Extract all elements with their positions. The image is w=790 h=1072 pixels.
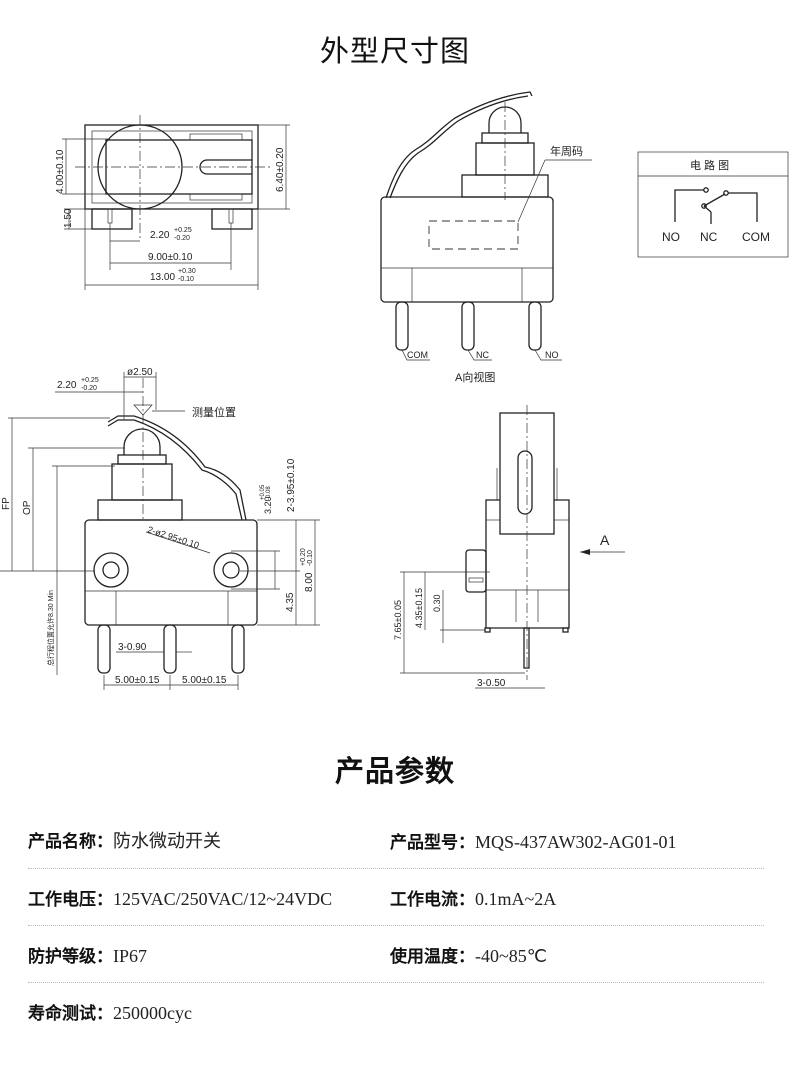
param-temperature: 使用温度： -40~85℃	[390, 942, 752, 967]
side-dim-lever-down: -0.20	[81, 385, 97, 392]
param-value: IP67	[113, 945, 148, 966]
param-model: 产品型号： MQS-437AW302-AG01-01	[390, 828, 752, 853]
end-view: A 4.35±0.15 0.30 7.65±0.05 3-0.50	[393, 405, 625, 689]
top-dim-2-2-up: +0.25	[174, 227, 192, 234]
params-row: 产品名称： 防水微动开关 产品型号： MQS-437AW302-AG01-01	[28, 812, 764, 869]
top-dim-2-2-down: -0.20	[174, 235, 190, 242]
param-label: 产品名称：	[28, 832, 113, 852]
hole-h-dim: 3.20	[263, 496, 273, 514]
dimensions-title: 外型尺寸图	[319, 34, 470, 68]
view-a-label: A向视图	[455, 370, 495, 384]
param-voltage: 工作电压： 125VAC/250VAC/12~24VDC	[28, 885, 390, 910]
params-row: 寿命测试： 250000cyc	[28, 983, 764, 1039]
hole-dist-dim: 2-3.95±0.10	[286, 458, 297, 512]
param-label: 工作电压：	[28, 889, 113, 910]
top-dim-6-4: 6.40±0.20	[275, 147, 286, 192]
param-value: 防水微动开关	[113, 831, 221, 851]
param-label: 寿命测试：	[28, 1003, 113, 1024]
pitch-2-dim: 5.00±0.15	[182, 675, 227, 686]
h800-down: -0.10	[307, 550, 314, 566]
pin-width-dim: 3-0.90	[118, 642, 147, 653]
side-dim-lever-up: +0.25	[81, 377, 99, 384]
param-label: 防护等级：	[28, 946, 113, 967]
params-table: 产品名称： 防水微动开关 产品型号： MQS-437AW302-AG01-01 …	[28, 812, 764, 1039]
dimension-drawing: 4.00±0.10 6.40±0.20 1.50 2.20 +0.25 -0.2…	[0, 91, 789, 690]
side-dim-dia: ø2.50	[127, 367, 153, 378]
h800-dim: 8.00	[304, 572, 315, 592]
circuit-diagram: 电 路 图 NO NC COM	[637, 151, 789, 258]
top-dim-9: 9.00±0.10	[148, 252, 193, 263]
end-dim-765: 7.65±0.05	[393, 600, 403, 640]
param-product-name: 产品名称： 防水微动开关	[28, 827, 390, 853]
param-label: 使用温度：	[390, 946, 475, 967]
hole-h-down: -0.08	[266, 486, 272, 500]
min-travel-label: 总行程位置允许8.30 Min	[46, 590, 55, 666]
top-dim-13-up: +0.30	[178, 268, 196, 275]
terminal-nc: NC	[700, 230, 718, 244]
front-view: 年周码 COM NC NO A向视图	[380, 91, 592, 384]
fp-label: FP	[1, 497, 12, 510]
date-code-label: 年周码	[550, 144, 583, 158]
top-dim-1-5: 1.50	[63, 208, 74, 228]
side-dim-lever: 2.20	[57, 380, 77, 391]
params-title: 产品参数	[334, 754, 455, 788]
param-label: 工作电流：	[390, 889, 475, 910]
param-value: 0.1mA~2A	[475, 888, 557, 909]
pitch-1-dim: 5.00±0.15	[115, 675, 160, 686]
end-dim-pin: 3-0.50	[477, 678, 506, 689]
params-row: 防护等级： IP67 使用温度： -40~85℃	[28, 926, 764, 983]
terminal-com: COM	[742, 230, 770, 244]
pin-com-label: COM	[407, 350, 428, 360]
top-dim-13-down: -0.10	[178, 276, 194, 283]
param-value: 125VAC/250VAC/12~24VDC	[113, 888, 333, 909]
terminal-no: NO	[662, 230, 680, 244]
param-protection: 防护等级： IP67	[28, 942, 390, 967]
param-value: 250000cyc	[113, 1002, 192, 1023]
top-dim-13: 13.00	[150, 272, 175, 283]
h435-dim: 4.35	[285, 592, 296, 612]
op-label: OP	[22, 500, 33, 515]
side-view: ø2.50 2.20 +0.25 -0.20 测量位置 FP OP 总行程位置允…	[0, 367, 320, 690]
hole-dim: 2-ø2.95±0.10	[146, 524, 200, 550]
circuit-title: 电 路 图	[690, 159, 729, 172]
hole-h-up: +0.05	[260, 484, 266, 500]
pin-nc-label: NC	[476, 350, 489, 360]
h800-up: +0.20	[300, 548, 307, 566]
param-life-test: 寿命测试： 250000cyc	[28, 999, 390, 1024]
measure-position-label: 测量位置	[192, 405, 236, 419]
param-value: MQS-437AW302-AG01-01	[475, 831, 677, 852]
param-label: 产品型号：	[390, 832, 475, 853]
end-dim-030: 0.30	[432, 594, 442, 612]
param-value: -40~85℃	[475, 945, 547, 966]
top-dim-2-2: 2.20	[150, 230, 170, 241]
top-dim-4: 4.00±0.10	[55, 149, 66, 194]
top-view: 4.00±0.10 6.40±0.20 1.50 2.20 +0.25 -0.2…	[55, 115, 290, 290]
a-arrow-label: A	[600, 532, 610, 548]
params-row: 工作电压： 125VAC/250VAC/12~24VDC 工作电流： 0.1mA…	[28, 869, 764, 926]
pin-no-label: NO	[545, 350, 559, 360]
end-dim-435: 4.35±0.15	[414, 588, 424, 628]
param-current: 工作电流： 0.1mA~2A	[390, 885, 752, 910]
